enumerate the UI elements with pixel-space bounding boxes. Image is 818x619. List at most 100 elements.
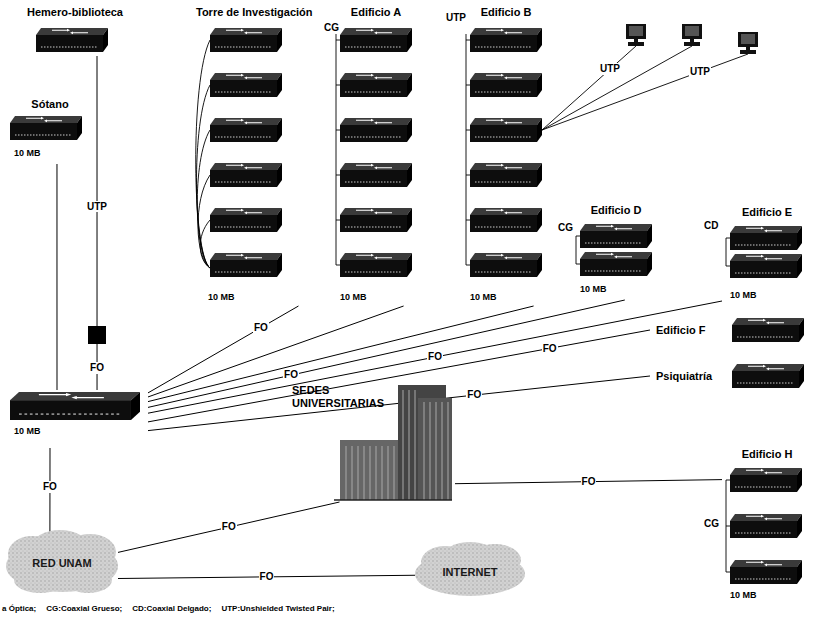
switch-icon	[470, 253, 542, 277]
switch-icon	[340, 163, 412, 187]
switch-icon	[580, 224, 652, 248]
switch-icon	[732, 318, 804, 342]
pc-stand	[746, 47, 750, 50]
link-label: FO	[253, 322, 269, 334]
utp-cable	[196, 85, 210, 268]
abbreviation-note: a Óptica;	[2, 604, 36, 613]
pc-screen	[741, 34, 755, 44]
network-node: Edificio H 10 MB	[722, 448, 812, 606]
utp-cable	[196, 40, 210, 268]
pc-stand	[634, 39, 638, 42]
link-label: FO	[283, 369, 299, 381]
switch-icon	[730, 514, 802, 538]
switch-icon	[470, 118, 542, 142]
node-name: Hemero-biblioteca	[27, 6, 123, 19]
switch-icon	[340, 208, 412, 232]
utp-bus	[466, 34, 470, 265]
network-node: Edificio F	[650, 316, 810, 344]
internet-cloud	[415, 542, 525, 596]
speed-label: 10 MB	[730, 290, 757, 300]
node-name: Edificio A	[351, 6, 401, 19]
cable-label: UTP	[689, 66, 711, 78]
coax-bus	[726, 480, 730, 572]
cloud-lobe	[444, 542, 496, 570]
fiber-link	[148, 306, 404, 397]
network-node: 10 MB	[8, 390, 148, 448]
node-name: Edificio H	[742, 448, 793, 461]
switch-icon	[730, 226, 802, 250]
cable-label: UTP	[446, 12, 466, 24]
ground-line	[334, 499, 452, 501]
node-name: Torre de Investigación	[196, 6, 313, 19]
link-label: FO	[259, 571, 275, 583]
switch-icon	[10, 116, 82, 140]
switch-icon	[340, 28, 412, 52]
switch-icon	[470, 163, 542, 187]
fiber-link	[118, 502, 340, 552]
pc-base	[740, 50, 756, 54]
node-name: 10 MB	[14, 426, 41, 436]
cable-label: FO	[89, 362, 105, 374]
building-wing	[340, 440, 398, 500]
node-name: Edificio F	[656, 324, 706, 337]
pc-screen	[685, 26, 699, 36]
switch-icon	[470, 208, 542, 232]
abbreviation-note: UTP:Unshielded Twisted Pair;	[221, 604, 334, 613]
link-label: FO	[581, 476, 597, 488]
switch-icon	[36, 28, 108, 52]
coax-bus	[576, 236, 580, 264]
pc-base	[628, 42, 644, 46]
network-cloud	[6, 530, 118, 593]
node-name: Edificio E	[742, 206, 792, 219]
abbreviation-note: CD:Coaxial Delgado;	[132, 604, 211, 613]
network-node: Edificio A 10 MB	[330, 6, 422, 306]
network-node: RED UNAM	[6, 535, 118, 593]
speed-label: 10 MB	[470, 292, 497, 302]
node-name: Sótano	[31, 98, 68, 111]
node-name: SEDES UNIVERSITARIAS	[292, 384, 400, 409]
link-label: FO	[466, 389, 482, 401]
cloud-lobe	[64, 567, 112, 593]
switch-icon	[730, 468, 802, 492]
switch-icon	[210, 118, 282, 142]
network-node: INTERNET	[415, 545, 525, 600]
switch-icon	[210, 208, 282, 232]
utp-cable	[200, 220, 210, 268]
cable-label: CG	[324, 22, 339, 34]
link-label: FO	[42, 481, 58, 493]
pc-monitor	[682, 24, 702, 39]
cable-label: CG	[558, 222, 573, 234]
fiber-link	[148, 306, 298, 393]
utp-cable	[542, 46, 748, 130]
node-name: RED UNAM	[32, 557, 91, 570]
network-node: SEDES UNIVERSITARIAS	[290, 380, 455, 502]
utp-cable	[197, 130, 210, 268]
speed-label: 10 MB	[730, 590, 757, 600]
building-tower	[418, 398, 452, 500]
speed-label: 10 MB	[340, 292, 367, 302]
switch-icons	[10, 28, 804, 584]
cable-label: CD	[704, 220, 718, 232]
pc-monitor	[738, 32, 758, 47]
speed-label: 10 MB	[14, 148, 41, 158]
switch-icon	[470, 28, 542, 52]
switch-icon	[210, 163, 282, 187]
media-converter	[88, 326, 106, 344]
switch-icon	[470, 73, 542, 97]
switch-icon	[730, 254, 802, 278]
link-label: FO	[427, 351, 443, 363]
pc-base	[684, 42, 700, 46]
pc-stand	[690, 39, 694, 42]
network-node: Edificio B10 MB	[460, 6, 552, 306]
fiber-link	[148, 300, 625, 407]
fiber-link	[148, 306, 534, 402]
switch-icon	[732, 364, 804, 388]
abbreviation-note: CG:Coaxial Grueso;	[46, 604, 122, 613]
network-node: Edificio E 10 MB	[722, 206, 812, 306]
fiber-link	[56, 164, 57, 390]
switch-icon	[340, 253, 412, 277]
pc-screen	[629, 26, 643, 36]
switch-icon	[210, 253, 282, 277]
